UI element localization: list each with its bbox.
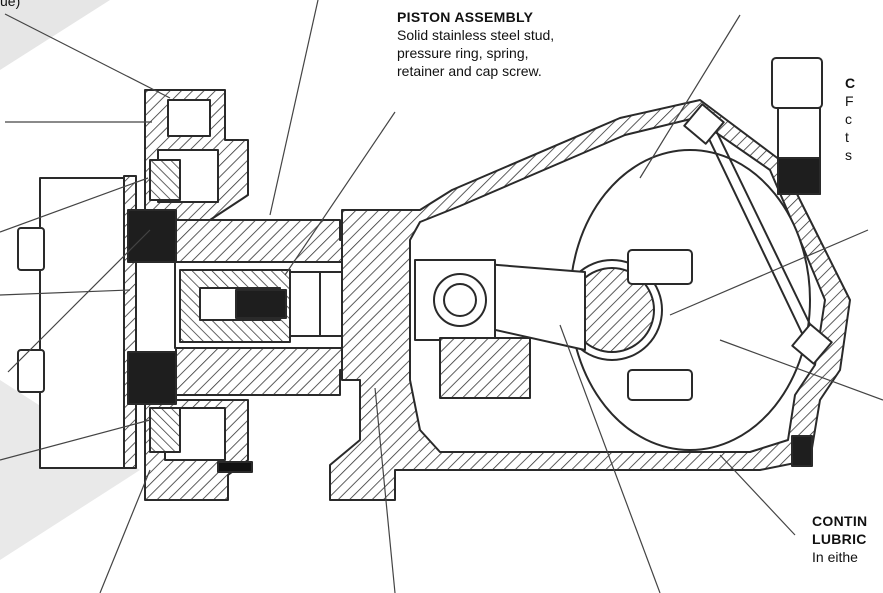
callout-heading: LUBRIC (812, 531, 867, 547)
background-band (0, 0, 110, 70)
callout-line: F (845, 93, 854, 109)
callout-heading: C (845, 75, 856, 91)
callout-right-bottom: CONTIN LUBRIC In eithe (812, 512, 867, 566)
callout-line: s (845, 147, 852, 163)
callout-line: retainer and cap screw. (397, 63, 542, 79)
valve-housing-top (144, 89, 249, 221)
connecting-rod (414, 259, 586, 399)
callout-line: pressure ring, spring, (397, 45, 529, 61)
callout-top-left-fragment: ue) (0, 0, 20, 10)
callout-line: Solid stainless steel stud, (397, 27, 555, 43)
callout-line: c (845, 111, 852, 127)
callout-heading: PISTON ASSEMBLY (397, 9, 534, 25)
callout-heading: CONTIN (812, 513, 868, 529)
callout-fragment-text: ue) (0, 0, 21, 9)
piston-assembly (179, 269, 353, 343)
callout-right-top: C F c t s (845, 74, 855, 164)
callout-line: In eithe (812, 549, 858, 565)
upper-seal-block (127, 209, 177, 263)
lower-seal-block (127, 351, 177, 405)
background-band-lower (0, 380, 140, 560)
rear-cover-assembly (683, 57, 833, 467)
callout-line: t (845, 129, 849, 145)
callout-piston-assembly: PISTON ASSEMBLY Solid stainless steel st… (397, 8, 554, 80)
valve-housing-bottom (144, 399, 253, 501)
